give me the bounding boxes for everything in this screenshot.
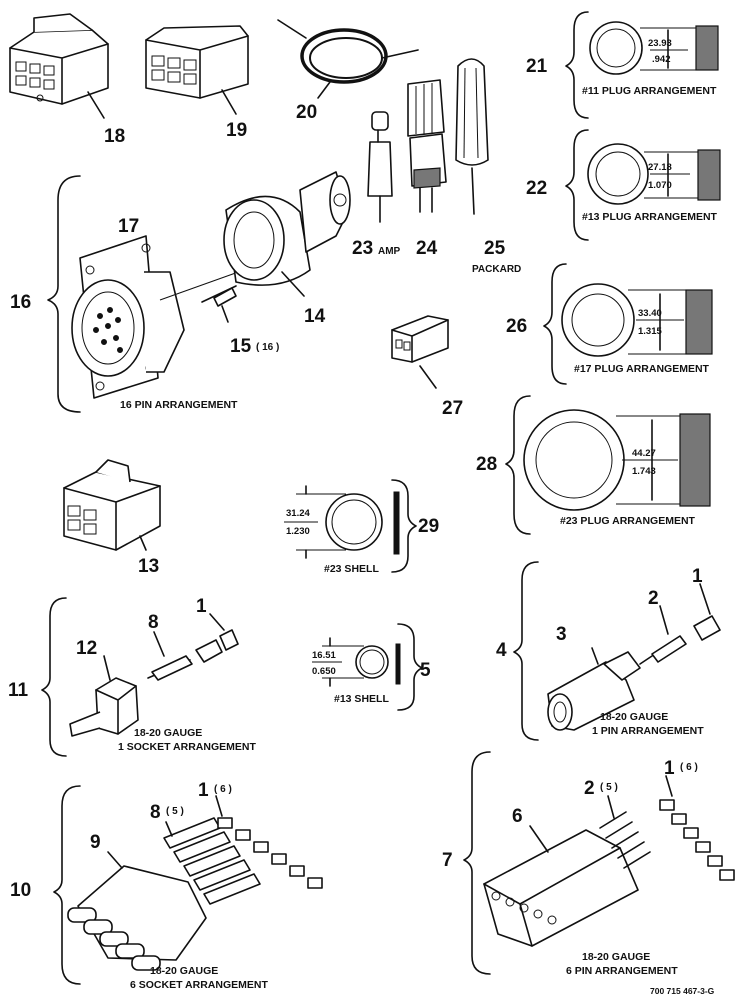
plug-22-drawing bbox=[565, 129, 721, 241]
callout-1d: 1 bbox=[664, 758, 675, 779]
callout-12: 12 bbox=[76, 638, 97, 659]
dim-22-mm: 27.18 bbox=[648, 162, 672, 173]
callout-17: 17 bbox=[118, 216, 139, 237]
callout-18: 18 bbox=[104, 126, 125, 147]
dim-5-in: 0.650 bbox=[312, 666, 336, 677]
callout-20: 20 bbox=[296, 102, 317, 123]
callout-8b: 8 bbox=[150, 802, 161, 823]
callout-2a: 2 bbox=[648, 588, 659, 609]
caption-shell13: #13 SHELL bbox=[334, 693, 389, 705]
caption-6socket: 6 SOCKET ARRANGEMENT bbox=[130, 979, 268, 991]
callout-14: 14 bbox=[304, 306, 326, 327]
callout-26: 26 bbox=[506, 316, 527, 337]
caption-1pin: 1 PIN ARRANGEMENT bbox=[592, 725, 704, 737]
callout-29: 29 bbox=[418, 516, 439, 537]
tool-24-drawing bbox=[407, 79, 447, 213]
tool-25-drawing bbox=[455, 58, 489, 215]
caption-shell23: #23 SHELL bbox=[324, 563, 379, 575]
callout-7: 7 bbox=[442, 850, 453, 871]
dim-26-in: 1.315 bbox=[638, 326, 662, 337]
dim-29-in: 1.230 bbox=[286, 526, 310, 537]
callout-25: 25 bbox=[484, 238, 506, 259]
tool-23-drawing bbox=[367, 111, 393, 223]
dim-26-mm: 33.40 bbox=[638, 308, 662, 319]
callout-4: 4 bbox=[496, 640, 507, 661]
qty-2b: ( 5 ) bbox=[600, 782, 618, 793]
dim-28-in: 1.743 bbox=[632, 466, 656, 477]
dim-5-mm: 16.51 bbox=[312, 650, 336, 661]
caption-16pin: 16 PIN ARRANGEMENT bbox=[120, 399, 238, 411]
callout-11: 11 bbox=[8, 680, 29, 701]
qty-1d: ( 6 ) bbox=[680, 762, 698, 773]
label-packard: PACKARD bbox=[472, 264, 521, 275]
dim-29-mm: 31.24 bbox=[286, 508, 310, 519]
callout-21: 21 bbox=[526, 56, 548, 77]
dim-22-in: 1.070 bbox=[648, 180, 672, 191]
callout-23: 23 bbox=[352, 238, 373, 259]
caption-1pin-gauge: 18-20 GAUGE bbox=[600, 711, 668, 723]
callout-24: 24 bbox=[416, 238, 438, 259]
callout-9: 9 bbox=[90, 832, 101, 853]
qty-8b: ( 5 ) bbox=[166, 806, 184, 817]
qty-15: ( 16 ) bbox=[256, 342, 279, 353]
callout-1b: 1 bbox=[692, 566, 703, 587]
caption-plug17: #17 PLUG ARRANGEMENT bbox=[574, 363, 710, 375]
caption-6pin: 6 PIN ARRANGEMENT bbox=[566, 965, 678, 977]
label-amp: AMP bbox=[378, 246, 401, 257]
callout-28: 28 bbox=[476, 454, 497, 475]
shell-29-drawing bbox=[284, 479, 417, 573]
plug-26-drawing bbox=[543, 263, 713, 385]
callout-19: 19 bbox=[226, 120, 247, 141]
plug-21-drawing bbox=[565, 11, 719, 119]
assembly-16-drawing bbox=[47, 171, 351, 413]
callout-16: 16 bbox=[10, 292, 31, 313]
caption-6socket-gauge: 18-20 GAUGE bbox=[150, 965, 218, 977]
callout-5: 5 bbox=[420, 660, 431, 681]
qty-1c: ( 6 ) bbox=[214, 784, 232, 795]
dim-21-mm: 23.93 bbox=[648, 38, 672, 49]
callout-8a: 8 bbox=[148, 612, 159, 633]
caption-plug11: #11 PLUG ARRANGEMENT bbox=[582, 85, 717, 97]
connector-19-drawing bbox=[145, 25, 249, 115]
callout-6: 6 bbox=[512, 806, 523, 827]
assembly-7-drawing bbox=[463, 751, 735, 975]
drawing-id: 700 715 467-3-G bbox=[650, 986, 715, 996]
callout-13: 13 bbox=[138, 556, 159, 577]
callout-1a: 1 bbox=[196, 596, 207, 617]
callout-10: 10 bbox=[10, 880, 31, 901]
dim-28-mm: 44.27 bbox=[632, 448, 656, 459]
connector-27-drawing bbox=[391, 315, 449, 389]
assembly-4-drawing bbox=[513, 561, 721, 741]
caption-6pin-gauge: 18-20 GAUGE bbox=[582, 951, 650, 963]
shell-5-drawing bbox=[312, 623, 423, 711]
caption-plug13: #13 PLUG ARRANGEMENT bbox=[582, 211, 718, 223]
connector-18-drawing bbox=[9, 13, 109, 119]
callout-2b: 2 bbox=[584, 778, 595, 799]
caption-1socket-gauge: 18-20 GAUGE bbox=[134, 727, 202, 739]
plug-28-drawing bbox=[505, 395, 711, 535]
callout-22: 22 bbox=[526, 178, 547, 199]
callout-15: 15 bbox=[230, 336, 252, 357]
callout-1c: 1 bbox=[198, 780, 209, 801]
caption-1socket: 1 SOCKET ARRANGEMENT bbox=[118, 741, 256, 753]
connector-13-drawing bbox=[63, 459, 161, 551]
dim-21-in: .942 bbox=[652, 54, 671, 65]
assembly-10-drawing bbox=[53, 785, 323, 985]
callout-3: 3 bbox=[556, 624, 567, 645]
assembly-11-drawing bbox=[41, 597, 239, 757]
caption-plug23: #23 PLUG ARRANGEMENT bbox=[560, 515, 696, 527]
callout-27: 27 bbox=[442, 398, 463, 419]
wire-coil-20-drawing bbox=[277, 19, 419, 99]
